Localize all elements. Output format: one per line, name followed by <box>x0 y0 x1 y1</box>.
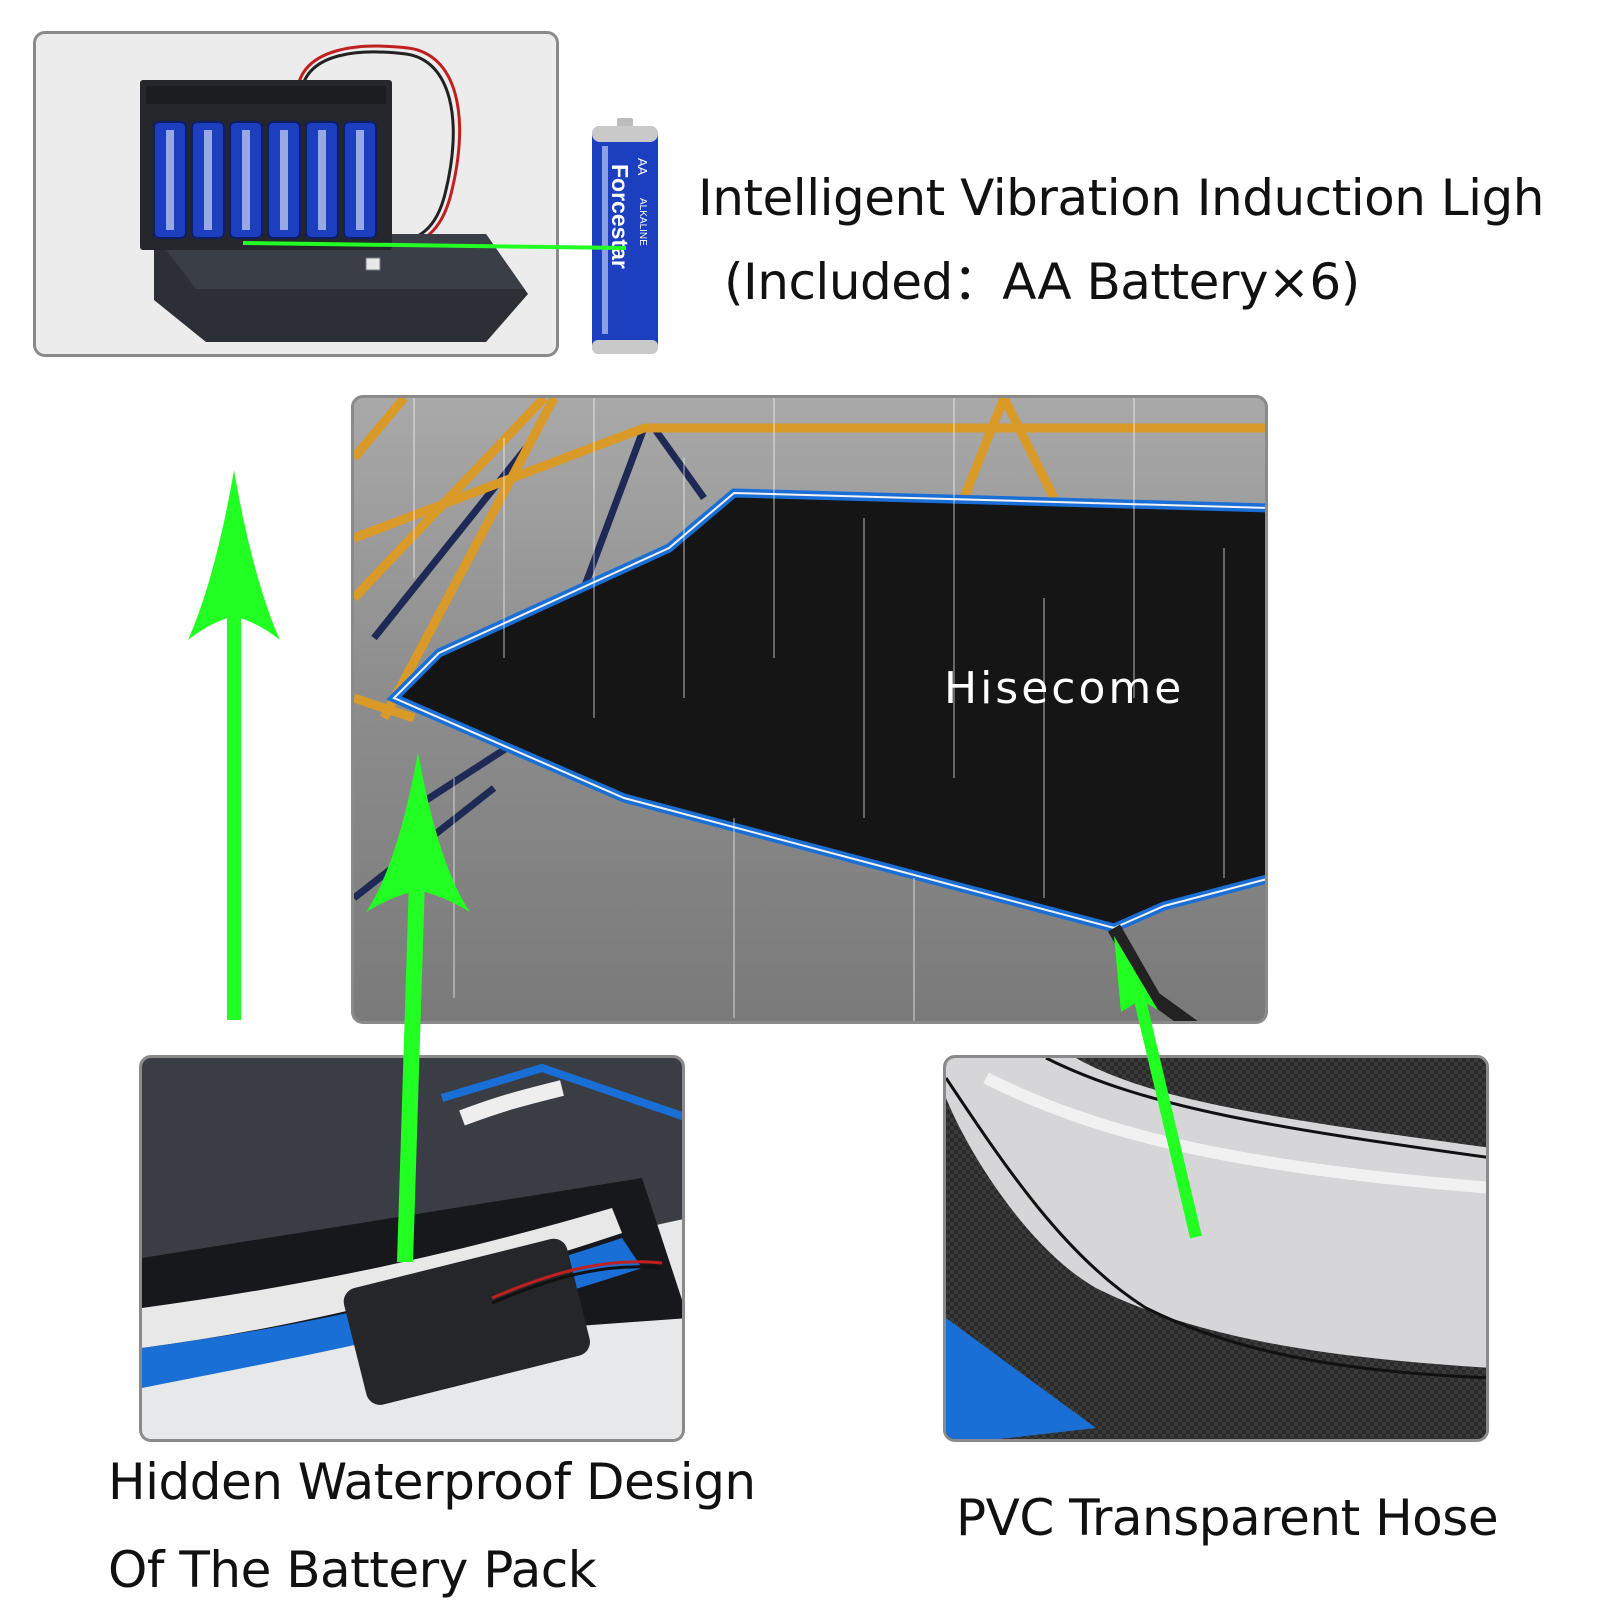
waterproof-caption-line2: Of The Battery Pack <box>108 1541 597 1599</box>
pvc-hose-illustration <box>946 1058 1486 1439</box>
brand-logo: Hisecome <box>944 663 1184 714</box>
light-included-caption: (Included：AA Battery×6) <box>724 253 1360 311</box>
up-arrow-icon <box>188 470 280 1020</box>
rain-scene-photo: Hisecome <box>351 395 1268 1024</box>
battery-box-illustration <box>140 44 528 342</box>
battery-row <box>153 121 377 239</box>
pvc-hose-photo <box>943 1055 1489 1442</box>
light-title-caption: Intelligent Vibration Induction Ligh <box>698 169 1544 227</box>
hose-caption: PVC Transparent Hose <box>956 1489 1499 1547</box>
waterproof-caption-line1: Hidden Waterproof Design <box>108 1453 756 1511</box>
battery-icon: Forcestar ALKALINE AA <box>592 118 658 354</box>
battery-compartment-illustration <box>142 1058 682 1405</box>
battery-type-label: ALKALINE <box>637 198 648 246</box>
trampoline-mat-illustration: Hisecome <box>354 398 1265 1021</box>
battery-size-label: AA <box>635 158 650 176</box>
battery-pack-photo <box>33 31 559 357</box>
battery-brand-label: Forcestar <box>607 164 633 269</box>
battery-compartment-photo <box>139 1055 685 1442</box>
